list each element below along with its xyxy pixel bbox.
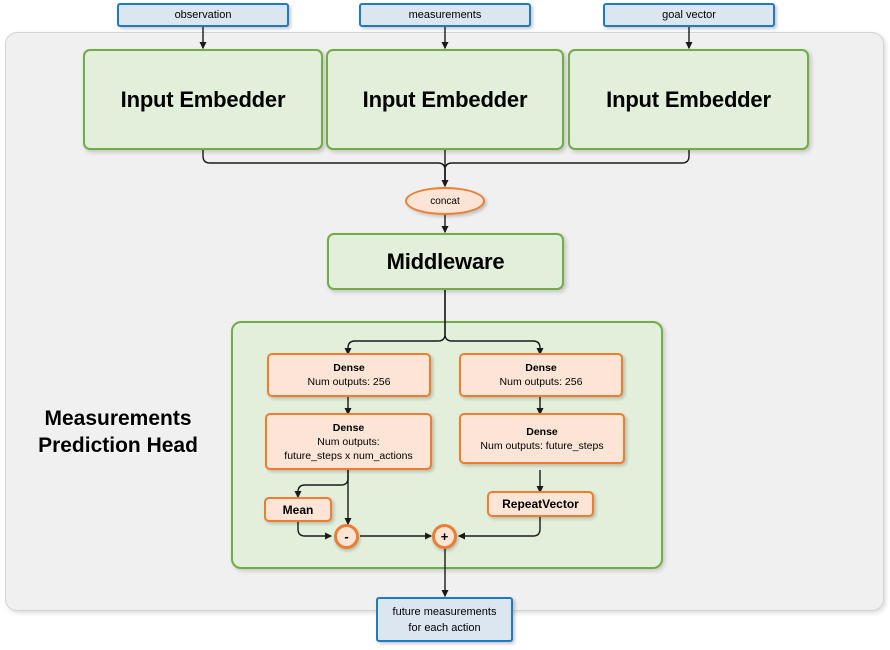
plus-operator-label: + <box>440 529 449 544</box>
input-box-observation[interactable]: observation <box>117 3 289 27</box>
output-label-line1: future measurements <box>392 605 497 618</box>
concat-label: concat <box>430 195 460 207</box>
input-embedder-goal-vector[interactable]: Input Embedder <box>568 49 809 150</box>
dense-left-256-outputs: Num outputs: 256 <box>307 376 391 388</box>
middleware-label: Middleware <box>386 248 505 274</box>
input-embedder-measurements[interactable]: Input Embedder <box>326 49 564 150</box>
dense-left-actions-title: Dense <box>332 421 365 434</box>
middleware-node[interactable]: Middleware <box>327 233 564 290</box>
measurements-prediction-head-title: Measurements Prediction Head <box>18 405 218 459</box>
dense-left-actions-outputs-label: Num outputs: <box>317 435 380 448</box>
head-title-line2: Prediction Head <box>38 434 198 457</box>
mean-label: Mean <box>282 502 314 517</box>
minus-operator-label: - <box>344 529 349 544</box>
dense-right-256-title: Dense <box>525 362 557 374</box>
minus-operator[interactable]: - <box>334 524 359 549</box>
input-label-measurements: measurements <box>408 8 482 21</box>
plus-operator[interactable]: + <box>432 524 457 549</box>
head-title-line1: Measurements <box>44 407 192 430</box>
dense-left-256-title: Dense <box>333 362 365 374</box>
repeat-vector-label: RepeatVector <box>502 497 579 511</box>
input-embedder-label-2: Input Embedder <box>362 86 528 112</box>
dense-right-256-outputs: Num outputs: 256 <box>499 376 583 388</box>
input-box-goal-vector[interactable]: goal vector <box>603 3 775 27</box>
input-embedder-observation[interactable]: Input Embedder <box>83 49 323 150</box>
dense-left-actions-outputs-value: future_steps x num_actions <box>284 449 413 462</box>
input-box-measurements[interactable]: measurements <box>359 3 531 27</box>
dense-left-actions[interactable]: Dense Num outputs: future_steps x num_ac… <box>265 413 432 470</box>
dense-right-256[interactable]: Dense Num outputs: 256 <box>459 353 623 397</box>
dense-left-256[interactable]: Dense Num outputs: 256 <box>267 353 431 397</box>
output-label-line2: for each action <box>408 621 481 634</box>
dense-right-future-steps[interactable]: Dense Num outputs: future_steps <box>459 413 625 464</box>
output-box-future-measurements[interactable]: future measurements for each action <box>376 597 513 642</box>
mean-node[interactable]: Mean <box>264 497 332 522</box>
input-embedder-label-1: Input Embedder <box>120 86 286 112</box>
dense-right-future-steps-outputs: Num outputs: future_steps <box>480 439 604 452</box>
input-label-goal-vector: goal vector <box>662 8 716 21</box>
dense-right-future-steps-title: Dense <box>526 425 558 438</box>
input-label-observation: observation <box>174 8 232 21</box>
repeat-vector-node[interactable]: RepeatVector <box>487 491 594 517</box>
concat-node[interactable]: concat <box>405 187 485 215</box>
input-embedder-label-3: Input Embedder <box>606 86 771 112</box>
